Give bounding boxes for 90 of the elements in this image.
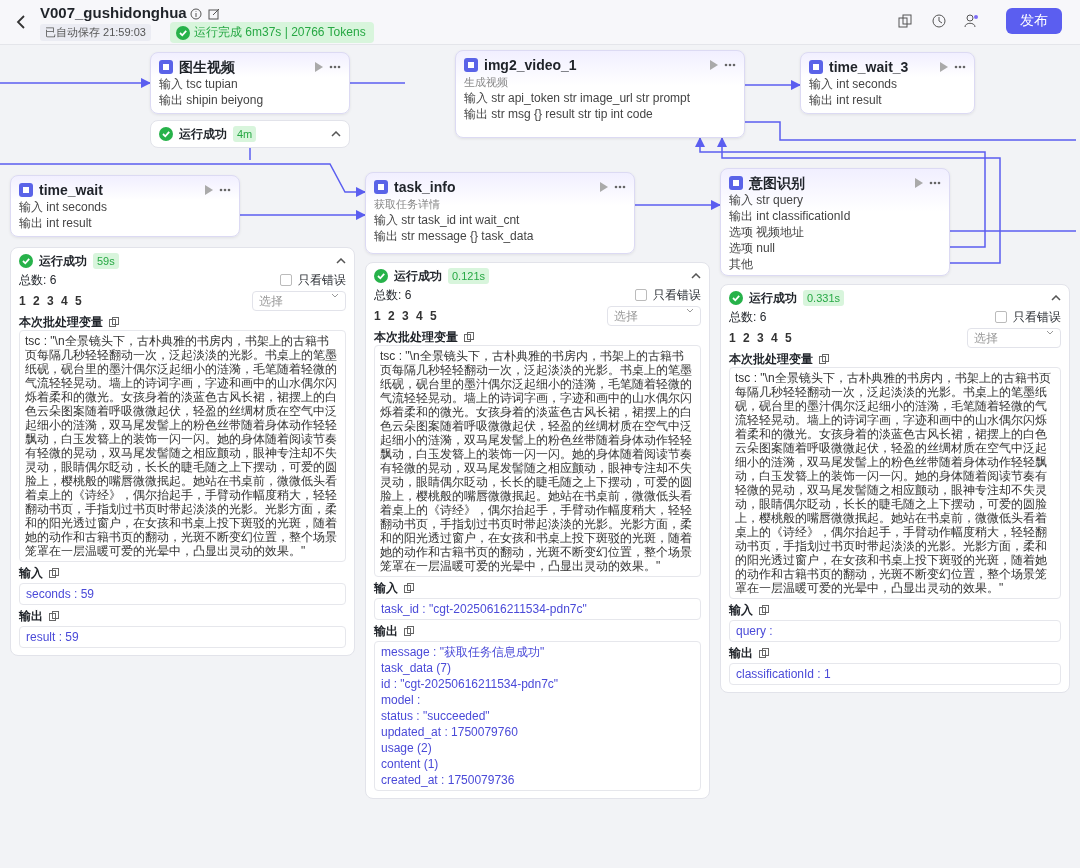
- node-description: 获取任务详情: [374, 197, 441, 212]
- port-label: 选项 null: [729, 240, 776, 256]
- port-label: 输入 int seconds: [19, 199, 109, 215]
- variable-text-box: tsc : "\n全景镜头下，古朴典雅的书房内，书架上的古籍书页每隔几秒轻轻翻动一次，泛起淡淡的光影。书桌上的笔墨纸砚，砚台里的墨汁偶尔泛起细小的涟漪，毛笔随着轻微的气流轻轻晃动。墙上的诗词字画，字迹和画中的山水偶尔闪烁着柔和的微光。女孩身着的淡蓝色古风长裙，裙摆上的白色云朵图案随着呼吸微微起伏，轻盈的丝绸材质在空气中泛起细小的涟漪，双马尾发髻上的粉色丝带随着身体动作轻轻飘动，白玉发簪上的装饰一闪一闪。她的身体随着阅读节奏有轻微的晃动，双马尾发髻随之相应颤动，眼神专注却不失灵动，眼睛偶尔眨动，长长的睫毛随之上下摆动，可爱的圆脸上，樱桃般的嘴唇微微抿起。她站在书桌前，微微低头看着桌上的《诗经》，偶尔抬起手，手臂动作幅度稍大，轻轻翻动书页，手指划过书页时带起淡淡的光影。光影方面，柔和的阳光透过窗户，在女孩和书桌上投下斑驳的光斑，随着她的动作和古籍书页的翻动，光斑不断变幻位置，整个场景笼罩在一层温暖可爱的光晕中，凸显出灵动的效果。": [729, 367, 1061, 599]
- value-text: result : 59: [26, 629, 80, 645]
- port-label: 输入 int seconds: [809, 76, 899, 92]
- duration-badge: 0.121s: [448, 268, 490, 284]
- connector-arrow: [716, 136, 1001, 264]
- connector-arrow: [744, 79, 802, 91]
- section-heading: 输入: [374, 580, 398, 596]
- duration-badge: 0.331s: [803, 290, 845, 306]
- port-label: 输出 int result: [809, 92, 883, 108]
- node-title: task_info: [394, 178, 456, 196]
- workflow-node: [720, 168, 950, 276]
- port-label: 输出 str msg {} result str tip int code: [464, 106, 654, 122]
- section-heading: 输出: [19, 608, 43, 624]
- port-label: 输入 str api_token str image_url str prompt: [464, 90, 692, 106]
- result-panel: [720, 284, 1070, 693]
- variable-text-box: tsc : "\n全景镜头下，古朴典雅的书房内，书架上的古籍书页每隔几秒轻轻翻动一次，泛起淡淡的光影。书桌上的笔墨纸砚，砚台里的墨汁偶尔泛起细小的涟漪，毛笔随着轻微的气流轻轻晃动。墙上的诗词字画，字迹和画中的山水偶尔闪烁着柔和的微光。女孩身着的淡蓝色古风长裙，裙摆上的白色云朵图案随着呼吸微微起伏，轻盈的丝绸材质在空气中泛起细小的涟漪，双马尾发髻上的粉色丝带随着身体动作轻轻飘动，白玉发簪上的装饰一闪一闪。她的身体随着阅读节奏有轻微的晃动，双马尾发髻随之相应颤动，眼神专注却不失灵动，眼睛偶尔眨动，长长的睫毛随之上下摆动，可爱的圆脸上，樱桃般的嘴唇微微抿起。她站在书桌前，微微低头看着桌上的《诗经》，偶尔抬起手，手臂动作幅度稍大，轻轻翻动书页，手指划过书页时带起淡淡的光影。光影方面，柔和的阳光透过窗户，在女孩和书桌上投下斑驳的光斑，随着她的动作和古籍书页的翻动，光斑不断变幻位置，整个场景笼罩在一层温暖可爱的光晕中，凸显出灵动的效果。": [374, 345, 701, 577]
- port-label: 输出 str message {} task_data: [374, 228, 535, 244]
- section-heading: 输入: [729, 602, 753, 618]
- connector-arrow: [694, 136, 986, 248]
- port-label: 输出 int result: [19, 215, 93, 231]
- status-label: 运行成功: [179, 126, 227, 142]
- pagination: 1 2 3 4 5: [729, 330, 794, 346]
- workflow-node: [455, 50, 745, 138]
- port-label: 输出 shipin beiyong: [159, 92, 265, 108]
- port-label: 输出 int classificationId: [729, 208, 852, 224]
- select-field: 选择: [967, 328, 1061, 348]
- result-panel: [365, 262, 710, 799]
- duration-badge: 4m: [233, 126, 257, 142]
- status-label: 运行成功: [39, 253, 87, 269]
- value-text: seconds : 59: [26, 586, 96, 602]
- value-text: status : "succeeded": [381, 708, 491, 724]
- node-title: time_wait: [39, 181, 103, 199]
- workflow-node: [365, 172, 635, 254]
- connector-arrow: [0, 163, 367, 198]
- port-label: 输入 str query: [729, 192, 804, 208]
- status-label: 运行成功: [394, 268, 442, 284]
- connector-arrow: [239, 209, 367, 221]
- node-title: 意图识别: [749, 174, 805, 192]
- workflow-node: [150, 52, 350, 114]
- pagination: 1 2 3 4 5: [19, 293, 84, 309]
- node-title: time_wait_3: [829, 58, 909, 76]
- value-text: id : "cgt-20250616211534-pdn7c": [381, 676, 560, 692]
- connector-arrow: [634, 199, 722, 211]
- value-text: query :: [736, 623, 774, 639]
- port-label: 选项 视频地址: [729, 224, 806, 240]
- page-title: V007_gushidonghua: [40, 4, 187, 21]
- value-text: usage (2): [381, 740, 433, 756]
- node-title: 图生视频: [179, 58, 235, 76]
- total-count: 总数: 6: [374, 287, 412, 303]
- workflow-node: [800, 52, 975, 114]
- filter-label: 只看错误: [653, 287, 701, 303]
- value-text: created_at : 1750079736: [381, 772, 516, 788]
- value-text: model :: [381, 692, 422, 708]
- select-field: 选择: [607, 306, 701, 326]
- value-text: updated_at : 1750079760: [381, 724, 519, 740]
- section-heading: 本次批处理变量: [19, 314, 103, 330]
- result-panel: [10, 247, 355, 656]
- node-title: img2_video_1: [484, 56, 577, 74]
- value-text: classificationId : 1: [736, 666, 832, 682]
- duration-badge: 59s: [93, 253, 119, 269]
- run-status-badge: 运行完成 6m37s | 20766 Tokens: [170, 22, 374, 43]
- total-count: 总数: 6: [19, 272, 57, 288]
- section-heading: 本次批处理变量: [729, 351, 813, 367]
- section-heading: 输出: [729, 645, 753, 661]
- port-label: 输入 str task_id int wait_cnt: [374, 212, 521, 228]
- workflow-node: [10, 175, 240, 237]
- select-field: 选择: [252, 291, 346, 311]
- value-text: message : "获取任务信息成功": [381, 644, 546, 660]
- result-panel: [150, 120, 350, 148]
- section-heading: 输入: [19, 565, 43, 581]
- filter-label: 只看错误: [1013, 309, 1061, 325]
- publish-button: 发布: [1006, 8, 1062, 34]
- save-status: 已自动保存 21:59:03: [40, 24, 151, 41]
- pagination: 1 2 3 4 5: [374, 308, 439, 324]
- total-count: 总数: 6: [729, 309, 767, 325]
- node-description: 生成视频: [464, 75, 509, 90]
- port-label: 其他: [729, 256, 754, 272]
- value-text: task_id : "cgt-20250616211534-pdn7c": [381, 601, 588, 617]
- connector-arrow: [0, 77, 152, 89]
- section-heading: 本次批处理变量: [374, 329, 458, 345]
- filter-label: 只看错误: [298, 272, 346, 288]
- section-heading: 输出: [374, 623, 398, 639]
- port-label: 输入 tsc tupian: [159, 76, 239, 92]
- value-text: content (1): [381, 756, 440, 772]
- value-text: task_data (7): [381, 660, 453, 676]
- variable-text-box: tsc : "\n全景镜头下，古朴典雅的书房内，书架上的古籍书页每隔几秒轻轻翻动一次，泛起淡淡的光影。书桌上的笔墨纸砚，砚台里的墨汁偶尔泛起细小的涟漪，毛笔随着轻微的气流轻轻晃动。墙上的诗词字画，字迹和画中的山水偶尔闪烁着柔和的微光。女孩身着的淡蓝色古风长裙，裙摆上的白色云朵图案随着呼吸微微起伏，轻盈的丝绸材质在空气中泛起细小的涟漪，双马尾发髻上的粉色丝带随着身体动作轻轻飘动，白玉发簪上的装饰一闪一闪。她的身体随着阅读节奏有轻微的晃动，双马尾发髻随之相应颤动，眼神专注却不失灵动，眼睛偶尔眨动，长长的睫毛随之上下摆动，可爱的圆脸上，樱桃般的嘴唇微微抿起。她站在书桌前，微微低头看着桌上的《诗经》，偶尔抬起手，手臂动作幅度稍大，轻轻翻动书页，手指划过书页时带起淡淡的光影。光影方面，柔和的阳光透过窗户，在女孩和书桌上投下斑驳的光斑，随着她的动作和古籍书页的翻动，光斑不断变幻位置，整个场景笼罩在一层温暖可爱的光晕中，凸显出灵动的效果。": [19, 330, 346, 562]
- status-label: 运行成功: [749, 290, 797, 306]
